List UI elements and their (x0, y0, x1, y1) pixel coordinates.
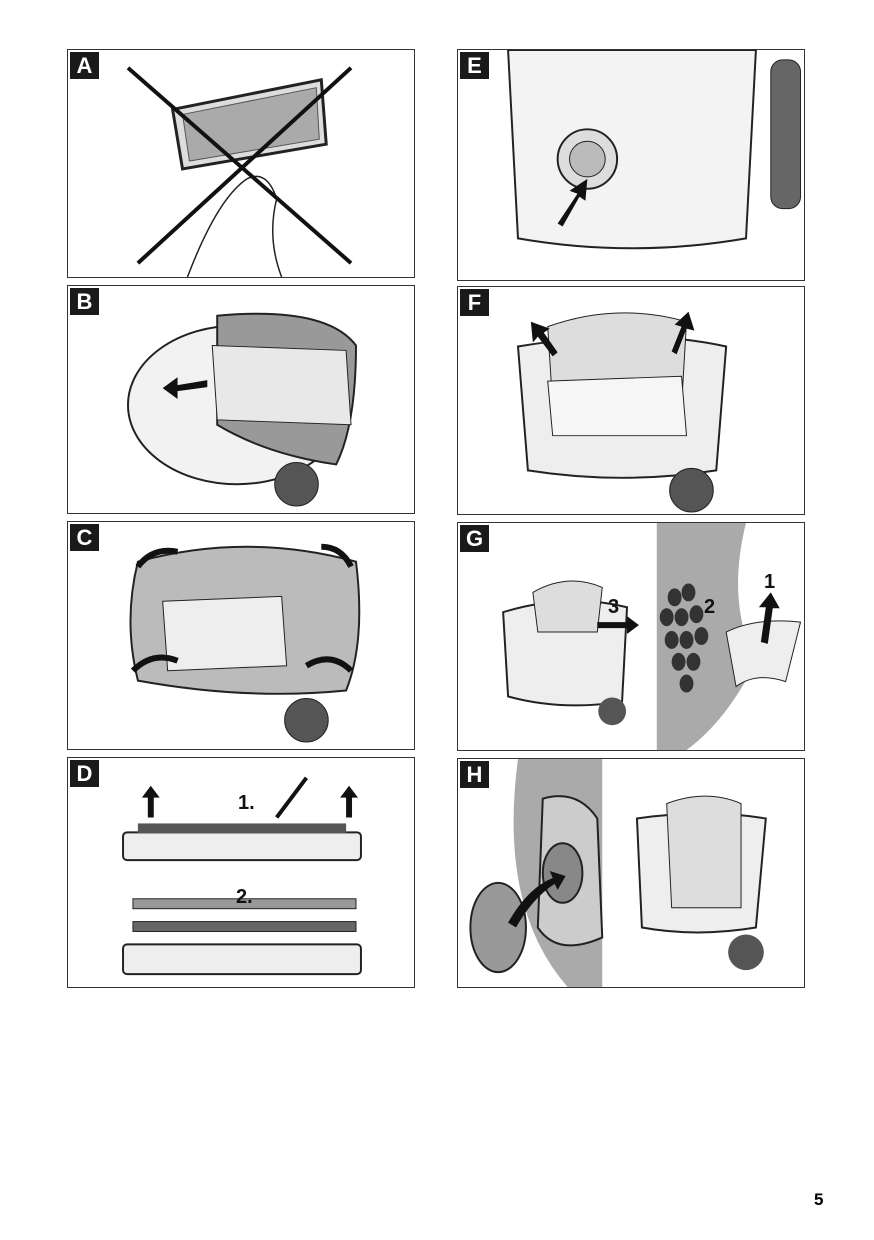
bag-insertion-illustration (516, 311, 728, 513)
step-number: 1 (764, 571, 776, 593)
step-number: 1. (238, 792, 255, 814)
figure-panel-b: B (67, 285, 415, 514)
panel-label: G (460, 525, 489, 552)
panel-label: D (70, 760, 99, 787)
figure-panel-f: F (457, 286, 805, 515)
figure-panel-h: H (457, 758, 805, 988)
hose-connector-illustration (507, 50, 802, 250)
panel-label: F (460, 289, 489, 316)
floor-nozzle-strip-illustration (122, 776, 362, 976)
panel-label: C (70, 524, 99, 551)
bag-removal-illustration (127, 312, 357, 507)
filter-removal-prohibited-illustration (126, 66, 353, 277)
figure-panel-e: E (457, 49, 805, 281)
figure-panel-c: C (67, 521, 415, 750)
figure-panel-d: D 1. 2. (67, 757, 415, 988)
bag-cap-illustration (469, 759, 767, 987)
step-number: 2 (704, 596, 716, 618)
step-number: 3 (608, 596, 620, 618)
bag-seal-illustration (502, 523, 802, 750)
figure-panel-g: G 1 2 3 (457, 522, 805, 751)
page-number: 5 (814, 1190, 824, 1209)
panel-label: B (70, 288, 99, 315)
panel-label: A (70, 52, 99, 79)
step-number: 2. (236, 886, 253, 908)
bag-fold-illustration (129, 543, 361, 743)
figure-panel-a: A (67, 49, 415, 278)
panel-label: H (460, 761, 489, 788)
panel-label: E (460, 52, 489, 79)
